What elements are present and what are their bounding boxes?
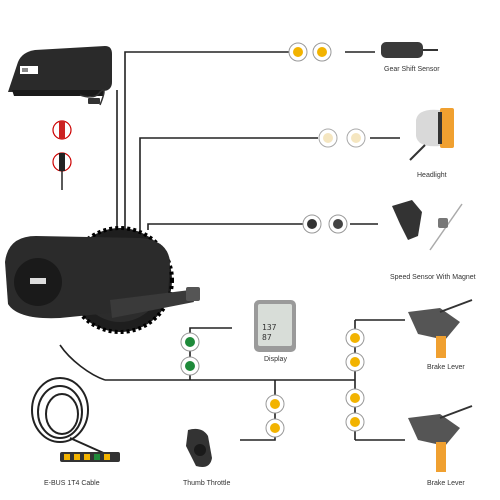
display-reading-line1: 137 [262, 323, 277, 332]
headlight [409, 108, 454, 161]
ebus-cable-label: E-BUS 1T4 Cable [44, 480, 100, 487]
brake-lever-top [408, 299, 473, 358]
motor-to-ebus-wire [59, 344, 106, 381]
throttle-connectors [265, 394, 285, 438]
mid-drive-motor [5, 226, 200, 334]
gear-shift-sensor-label: Gear Shift Sensor [384, 66, 440, 73]
speed-sensor [392, 200, 463, 251]
display-label: Display [264, 356, 287, 363]
brake-top-connectors [345, 328, 365, 372]
speed-sensor-label: Speed Sensor With Magnet [390, 274, 476, 281]
charger-cable [79, 89, 105, 106]
display-connectors [180, 332, 200, 376]
display-reading-line2: 87 [262, 333, 272, 342]
headlight-connectors [318, 128, 366, 148]
speed-sensor-wire [147, 223, 305, 230]
display-unit: 137 87 [254, 300, 296, 352]
brake-lever-top-label: Brake Lever [427, 364, 465, 371]
speed-sensor-connectors [302, 214, 348, 234]
brake-lever-bottom-label: Brake Lever [427, 480, 465, 487]
gear-shift-connectors [288, 42, 332, 62]
battery [8, 46, 112, 96]
brake-bottom-connectors [345, 388, 365, 432]
thumb-throttle [186, 428, 212, 467]
gear-shift-wire [124, 51, 290, 230]
headlight-label: Headlight [417, 172, 447, 179]
brake-lever-bottom [408, 405, 473, 472]
ebus-1t4-cable [31, 377, 120, 462]
headlight-wire [139, 137, 318, 230]
battery-plug-connectors [52, 120, 72, 190]
thumb-throttle-label: Thumb Throttle [183, 480, 231, 487]
gear-shift-sensor [381, 42, 438, 58]
